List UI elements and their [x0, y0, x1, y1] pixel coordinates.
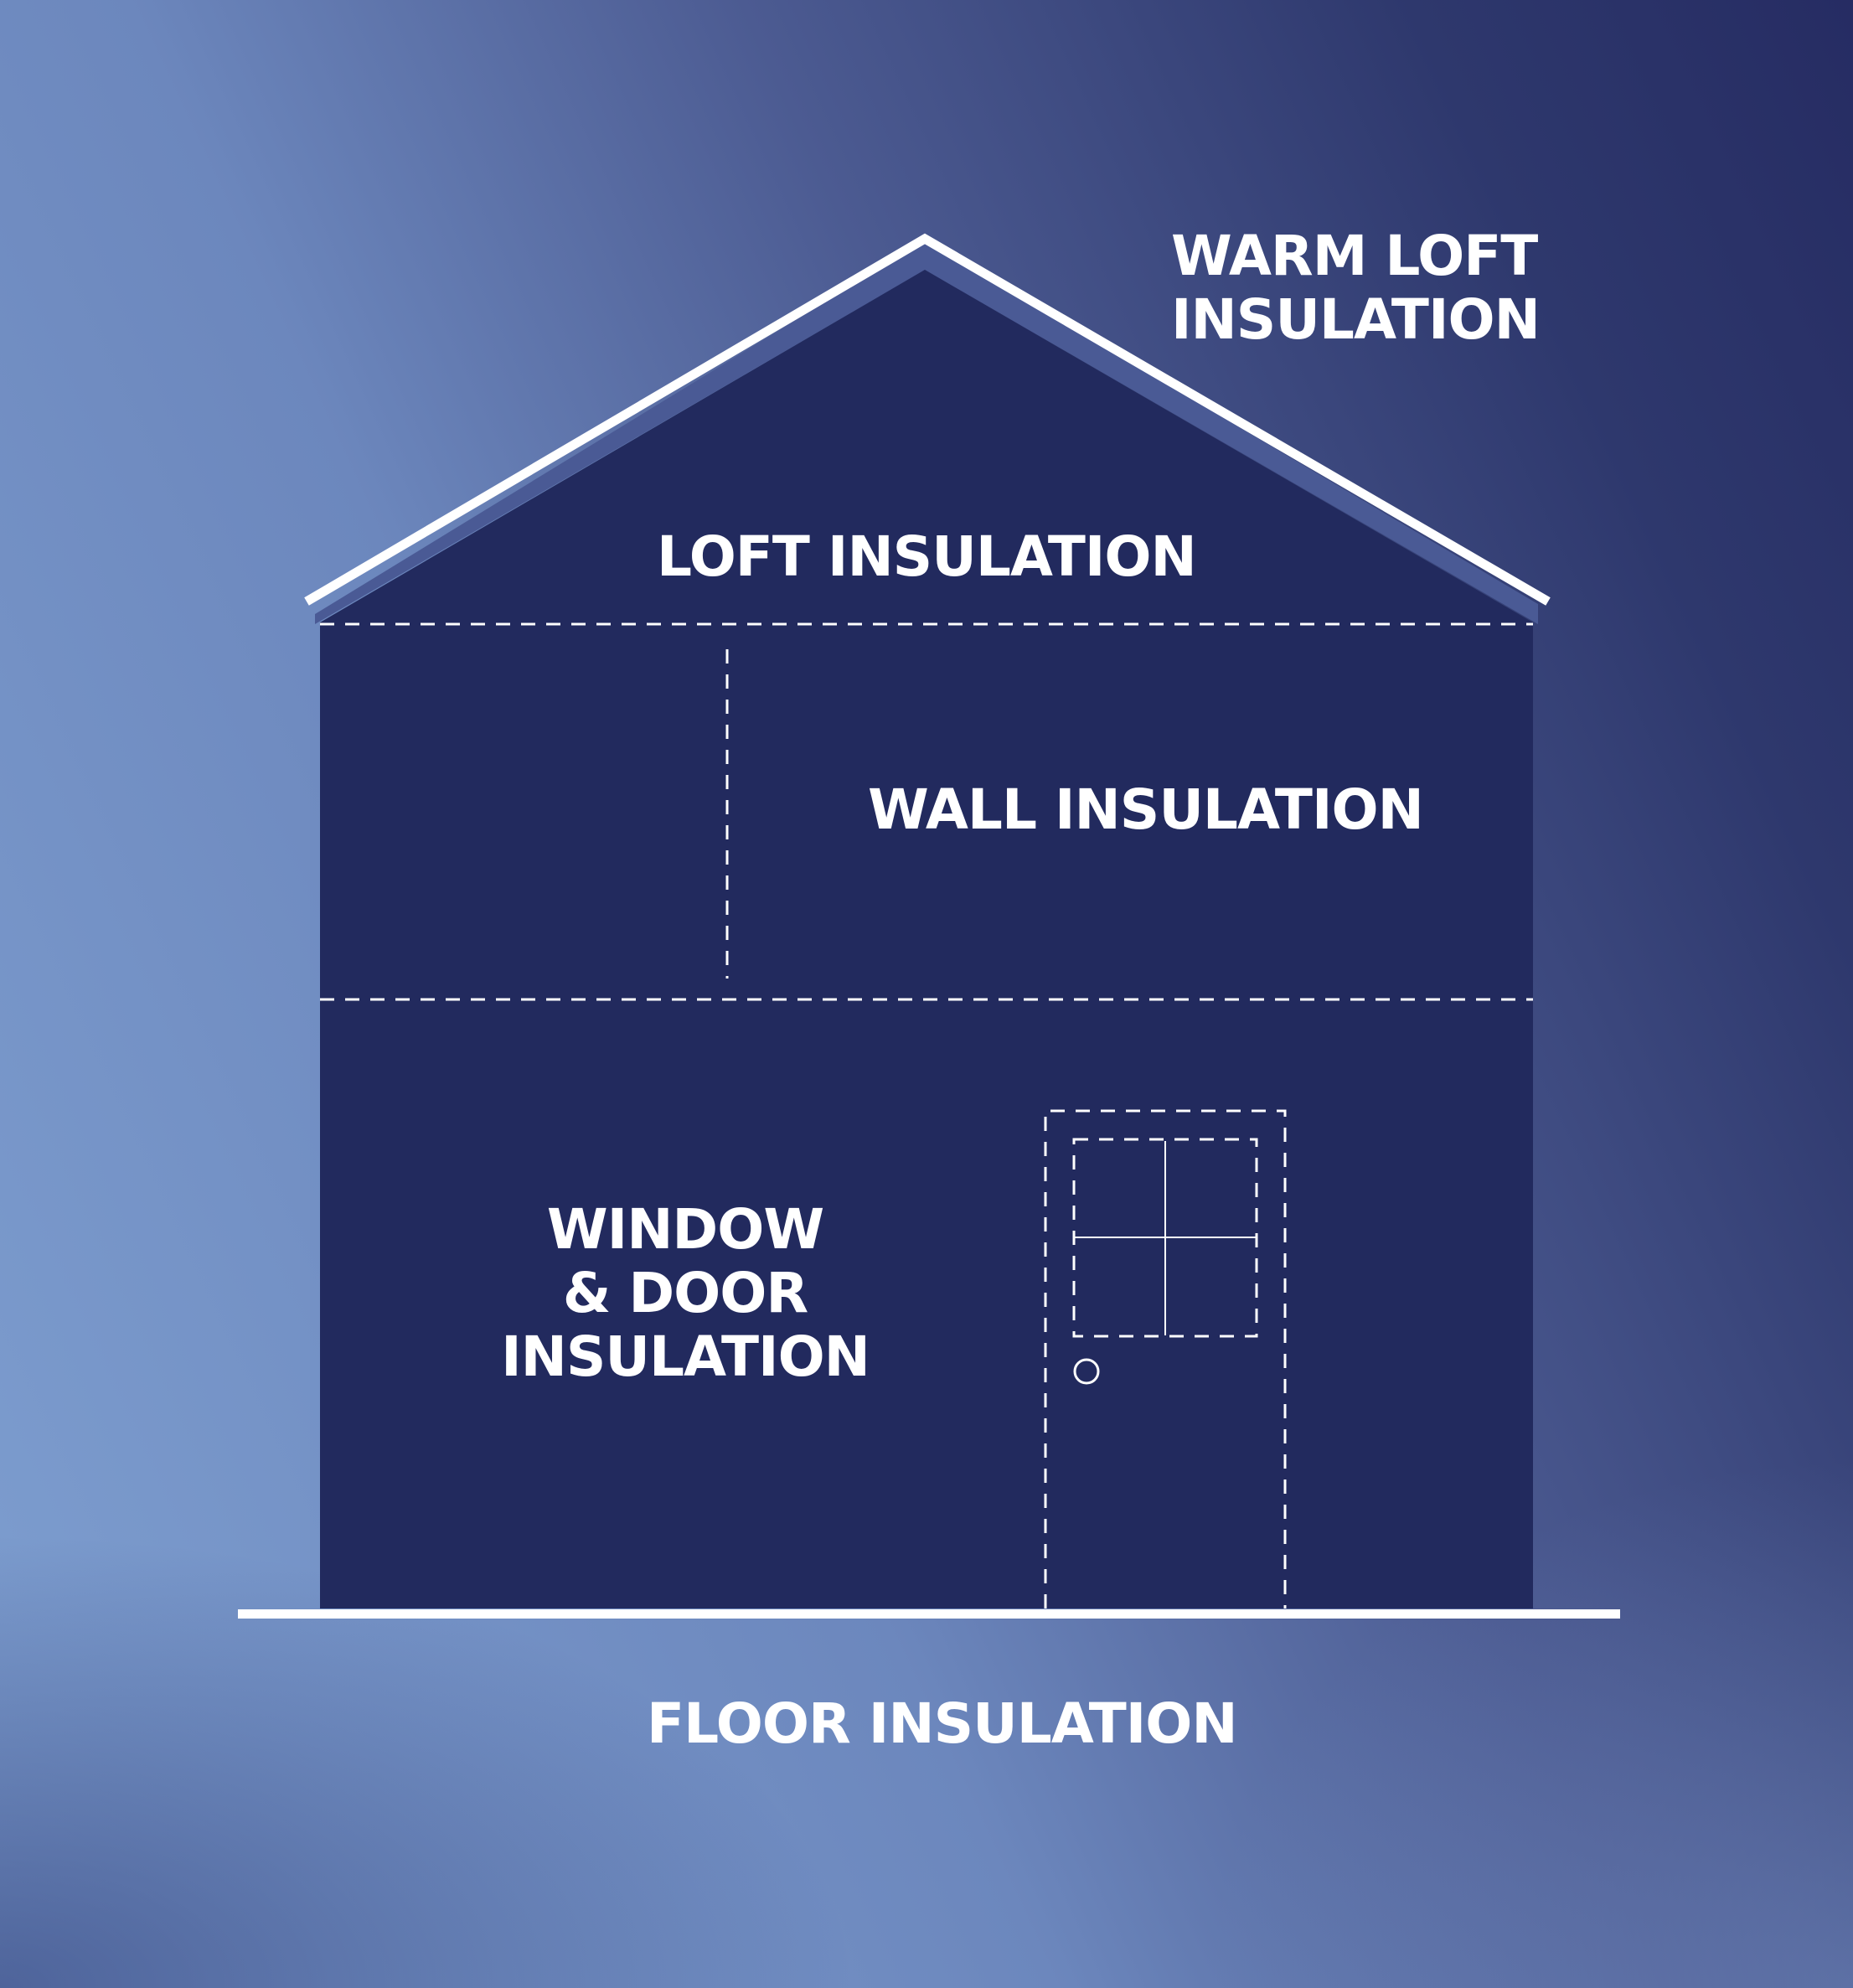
floor-insulation-label: FLOOR INSULATION [647, 1691, 1238, 1756]
wall-insulation-label: WALL INSULATION [868, 777, 1424, 842]
house-body [320, 270, 1533, 1608]
roof-line [304, 233, 1551, 606]
window-icon [1072, 1138, 1258, 1338]
warm-loft-insulation-label: WARM LOFT INSULATION [1171, 224, 1541, 352]
window-door-label-line3: INSULATION [501, 1324, 870, 1389]
window-door-label-line2: & DOOR [562, 1261, 808, 1325]
warm-loft-label-line2: INSULATION [1171, 287, 1541, 352]
floor-line [238, 1609, 1620, 1619]
door-icon [1044, 1109, 1287, 1608]
door-knob-icon [1073, 1358, 1100, 1385]
window-door-insulation-label: WINDOW & DOOR INSULATION [501, 1198, 870, 1389]
loft-insulation-label: LOFT INSULATION [657, 524, 1197, 589]
warm-loft-label-line1: WARM LOFT [1171, 224, 1538, 288]
window-door-label-line1: WINDOW [546, 1197, 824, 1262]
